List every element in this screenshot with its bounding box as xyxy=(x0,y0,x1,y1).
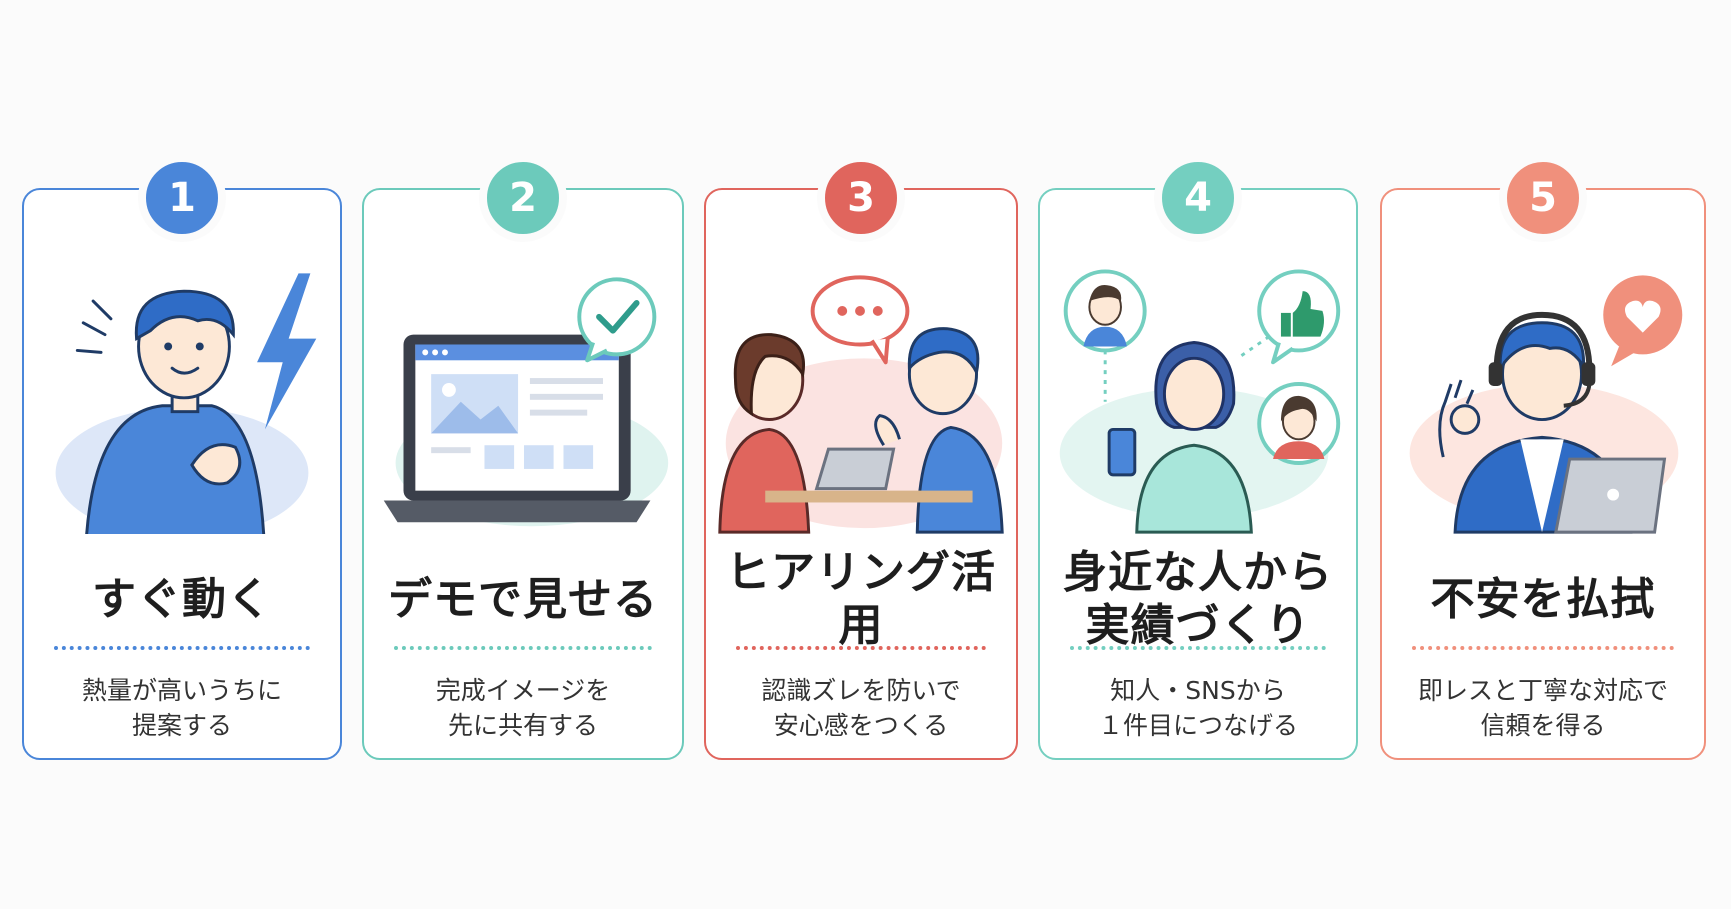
step-description-line: 完成イメージを xyxy=(435,676,611,705)
step-description: 認識ズレを防いで 安心感をつくる xyxy=(712,668,1010,748)
step-title: すぐ動く xyxy=(30,540,334,660)
dotted-divider xyxy=(54,646,310,650)
step-description-line: 信頼を得る xyxy=(1480,711,1606,740)
step-description: 完成イメージを 先に共有する xyxy=(370,668,676,748)
woman-with-phone-network-icon xyxy=(1040,234,1356,534)
step-card-3: 3 ヒアリング活用 認識ズレを防いで 安心感をつくる xyxy=(704,154,1018,760)
step-description: 熱量が高いうちに 提案する xyxy=(30,668,334,748)
step-title-line: デモで見せる xyxy=(388,573,658,625)
step-description-line: 安心感をつくる xyxy=(773,711,949,740)
dotted-divider xyxy=(394,646,652,650)
step-description-line: 熱量が高いうちに xyxy=(81,676,282,705)
step-number-badge: 2 xyxy=(479,154,567,242)
dotted-divider xyxy=(1070,646,1326,650)
step-card-2: 2 デモで見せる 完成イメージを xyxy=(362,154,684,760)
step-title: デモで見せる xyxy=(370,540,676,660)
step-card-4: 4 身近な人から 実績づくり 知人・SNSから １件目につな xyxy=(1038,154,1358,760)
dotted-divider xyxy=(1412,646,1674,650)
step-card-5: 5 不安を払拭 即レスと丁寧な対応で 信頼を得る xyxy=(1380,154,1706,760)
step-title: ヒアリング活用 xyxy=(712,540,1010,660)
step-number-badge: 3 xyxy=(817,154,905,242)
step-description-line: 先に共有する xyxy=(447,711,598,740)
step-description-line: 即レスと丁寧な対応で xyxy=(1417,676,1668,705)
step-title-line: すぐ動く xyxy=(92,573,272,625)
dotted-divider xyxy=(736,646,986,650)
step-title-line: 身近な人から xyxy=(1063,547,1333,599)
man-with-lightning-icon xyxy=(24,234,340,534)
headset-operator-heart-icon xyxy=(1382,234,1704,534)
step-title-line: 実績づくり xyxy=(1085,600,1311,651)
step-description: 知人・SNSから １件目につなげる xyxy=(1046,668,1350,748)
step-description: 即レスと丁寧な対応で 信頼を得る xyxy=(1388,668,1698,748)
laptop-with-check-icon xyxy=(364,234,682,534)
step-title-line: 不安を払拭 xyxy=(1430,573,1656,625)
step-title: 身近な人から 実績づくり xyxy=(1046,540,1350,660)
step-card-1: 1 すぐ動く 熱量が高いうちに 提案する xyxy=(22,154,342,760)
step-number-badge: 1 xyxy=(138,154,226,242)
step-description-line: 認識ズレを防いで xyxy=(761,676,961,705)
step-number-badge: 4 xyxy=(1154,154,1242,242)
step-title-line: ヒアリング活用 xyxy=(726,547,996,651)
two-people-talking-icon xyxy=(706,234,1016,534)
step-description-line: 提案する xyxy=(131,711,232,740)
step-description-line: １件目につなげる xyxy=(1097,711,1298,740)
step-title: 不安を払拭 xyxy=(1388,540,1698,660)
step-number-badge: 5 xyxy=(1499,154,1587,242)
step-description-line: 知人・SNSから xyxy=(1110,676,1286,705)
